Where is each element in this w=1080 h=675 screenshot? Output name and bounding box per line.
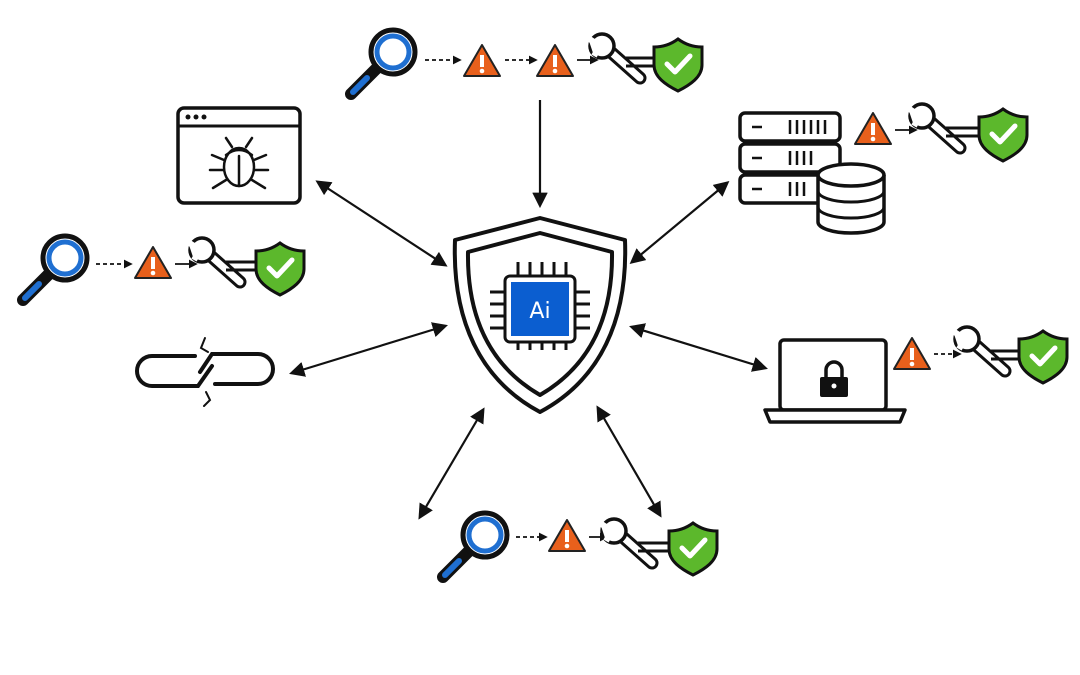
chip-label: Ai: [529, 299, 550, 324]
warning-icon: [134, 246, 172, 279]
workflow-top: [351, 30, 702, 94]
wrench-icon: [908, 104, 978, 148]
workflow-laptop: [893, 327, 1067, 383]
arrow-servers: [629, 181, 730, 264]
arrow-broken-link: [289, 322, 448, 377]
warning-icon: [536, 44, 574, 77]
magnifier-icon: [351, 30, 415, 94]
warning-icon: [893, 337, 931, 370]
ai-chip-shield-icon: Ai: [452, 216, 628, 414]
check-shield-icon: [1019, 331, 1067, 383]
check-shield-icon: [256, 243, 304, 295]
check-shield-icon: [654, 39, 702, 91]
wrench-icon: [600, 519, 670, 563]
check-shield-icon: [669, 523, 717, 575]
arrow-laptop: [629, 323, 768, 372]
browser-bug-icon: [176, 106, 302, 205]
magnifier-icon: [23, 236, 87, 300]
locked-laptop-icon: [763, 338, 907, 424]
wrench-icon: [588, 34, 658, 78]
arrow-bottom-left: [418, 407, 485, 520]
arrow-bottom-right: [596, 405, 662, 518]
workflow-bottom: [443, 513, 717, 577]
server-database-icon: [738, 111, 886, 235]
check-shield-icon: [979, 109, 1027, 161]
warning-icon: [463, 44, 501, 77]
connectors: [289, 100, 768, 520]
broken-chain-icon: [135, 337, 275, 407]
magnifier-icon: [443, 513, 507, 577]
arrow-web-app: [315, 180, 448, 267]
warning-icon: [854, 112, 892, 145]
workflow-servers: [854, 104, 1027, 161]
workflow-left: [23, 236, 304, 300]
wrench-icon: [953, 327, 1023, 371]
wrench-icon: [188, 238, 258, 282]
warning-icon: [548, 519, 586, 552]
